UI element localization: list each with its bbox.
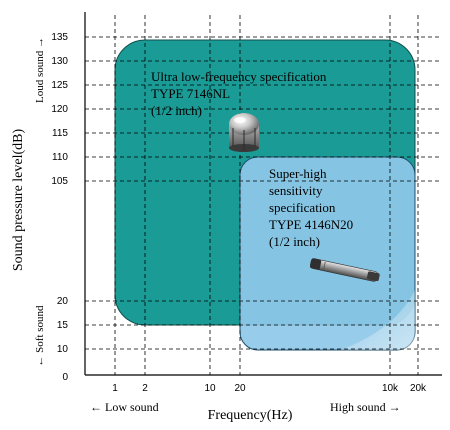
y-high-note: Loud sound → bbox=[34, 37, 46, 103]
y-tick: 110 bbox=[52, 152, 68, 163]
axes bbox=[84, 12, 442, 376]
ultra-low-label-line: (1/2 inch) bbox=[151, 103, 202, 118]
x-tick: 10k bbox=[382, 383, 399, 394]
y-tick: 15 bbox=[57, 320, 69, 331]
x-tick: 1 bbox=[112, 383, 118, 394]
super-high-label-line: (1/2 inch) bbox=[269, 234, 320, 249]
microphone-stick-icon bbox=[309, 258, 380, 282]
x-tick: 10 bbox=[204, 383, 216, 394]
super-high-label-line: sensitivity bbox=[269, 183, 323, 198]
x-axis-title: Frequency(Hz) bbox=[208, 408, 293, 423]
y-tick: 120 bbox=[51, 104, 68, 115]
x-tick: 20k bbox=[410, 383, 427, 394]
x-low-note: ← Low sound bbox=[90, 400, 159, 414]
region-super-high-gloss bbox=[340, 290, 415, 350]
y-tick: 130 bbox=[51, 56, 68, 67]
microphone-capsule-icon bbox=[229, 113, 259, 152]
y-tick: 115 bbox=[52, 128, 68, 139]
super-high-label-line: specification bbox=[269, 200, 336, 215]
ultra-low-label: Ultra low-frequency specification TYPE 7… bbox=[151, 69, 327, 118]
grid bbox=[85, 15, 440, 375]
y-tick: 20 bbox=[57, 296, 69, 307]
origin-label: 0 bbox=[62, 372, 68, 383]
x-tick: 20 bbox=[234, 383, 246, 394]
super-high-label: Super-high sensitivity specification TYP… bbox=[269, 166, 353, 249]
y-axis-title: Sound pressure level(dB) bbox=[11, 129, 26, 272]
region-super-high bbox=[239, 156, 416, 351]
x-high-note: High sound → bbox=[330, 400, 401, 414]
y-tick: 105 bbox=[51, 176, 68, 187]
y-tick: 135 bbox=[51, 32, 68, 43]
x-tick: 2 bbox=[142, 383, 148, 394]
super-high-label-line: Super-high bbox=[269, 166, 327, 181]
y-tick: 10 bbox=[57, 344, 69, 355]
ultra-low-label-line: TYPE 7146NL bbox=[151, 86, 230, 101]
y-low-note: ← Soft sound bbox=[34, 305, 46, 367]
y-tick: 125 bbox=[51, 80, 68, 91]
super-high-label-line: TYPE 4146N20 bbox=[269, 217, 353, 232]
ultra-low-label-line: Ultra low-frequency specification bbox=[151, 69, 327, 84]
